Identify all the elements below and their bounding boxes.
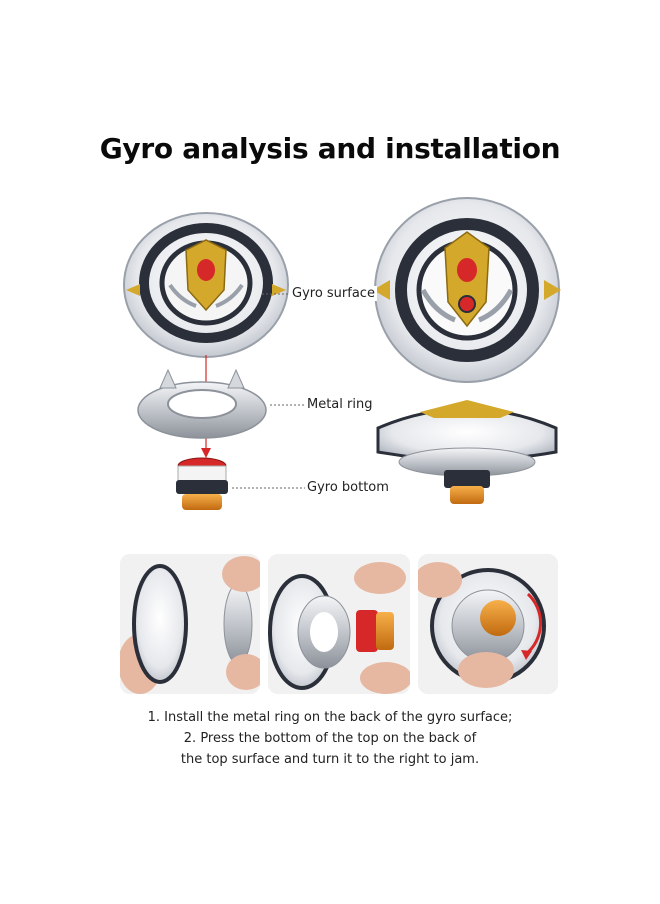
gyro-surface-image <box>123 212 289 358</box>
instruction-line-1: 1. Install the metal ring on the back of… <box>147 710 513 725</box>
gyro-surface-label: Gyro surface <box>290 286 377 301</box>
gyro-bottom-image <box>176 457 228 510</box>
step-1-illustration <box>120 554 260 694</box>
metal-ring-label: Metal ring <box>305 397 375 412</box>
step-3-illustration <box>418 554 558 694</box>
step-photo-3 <box>418 554 558 694</box>
page-title: Gyro analysis and installation <box>99 132 561 165</box>
gyro-bottom-label: Gyro bottom <box>305 480 391 495</box>
instruction-line-3: the top surface and turn it to the right… <box>180 752 480 767</box>
instruction-line-2: 2. Press the bottom of the top on the ba… <box>183 731 477 746</box>
metal-ring-image <box>137 368 267 439</box>
assembly-arrow-head <box>201 448 211 458</box>
assembled-top-image <box>373 197 561 383</box>
step-photo-2 <box>268 554 410 694</box>
assembled-side-image <box>376 400 558 504</box>
step-2-illustration <box>268 554 410 694</box>
step-photo-1 <box>120 554 260 694</box>
